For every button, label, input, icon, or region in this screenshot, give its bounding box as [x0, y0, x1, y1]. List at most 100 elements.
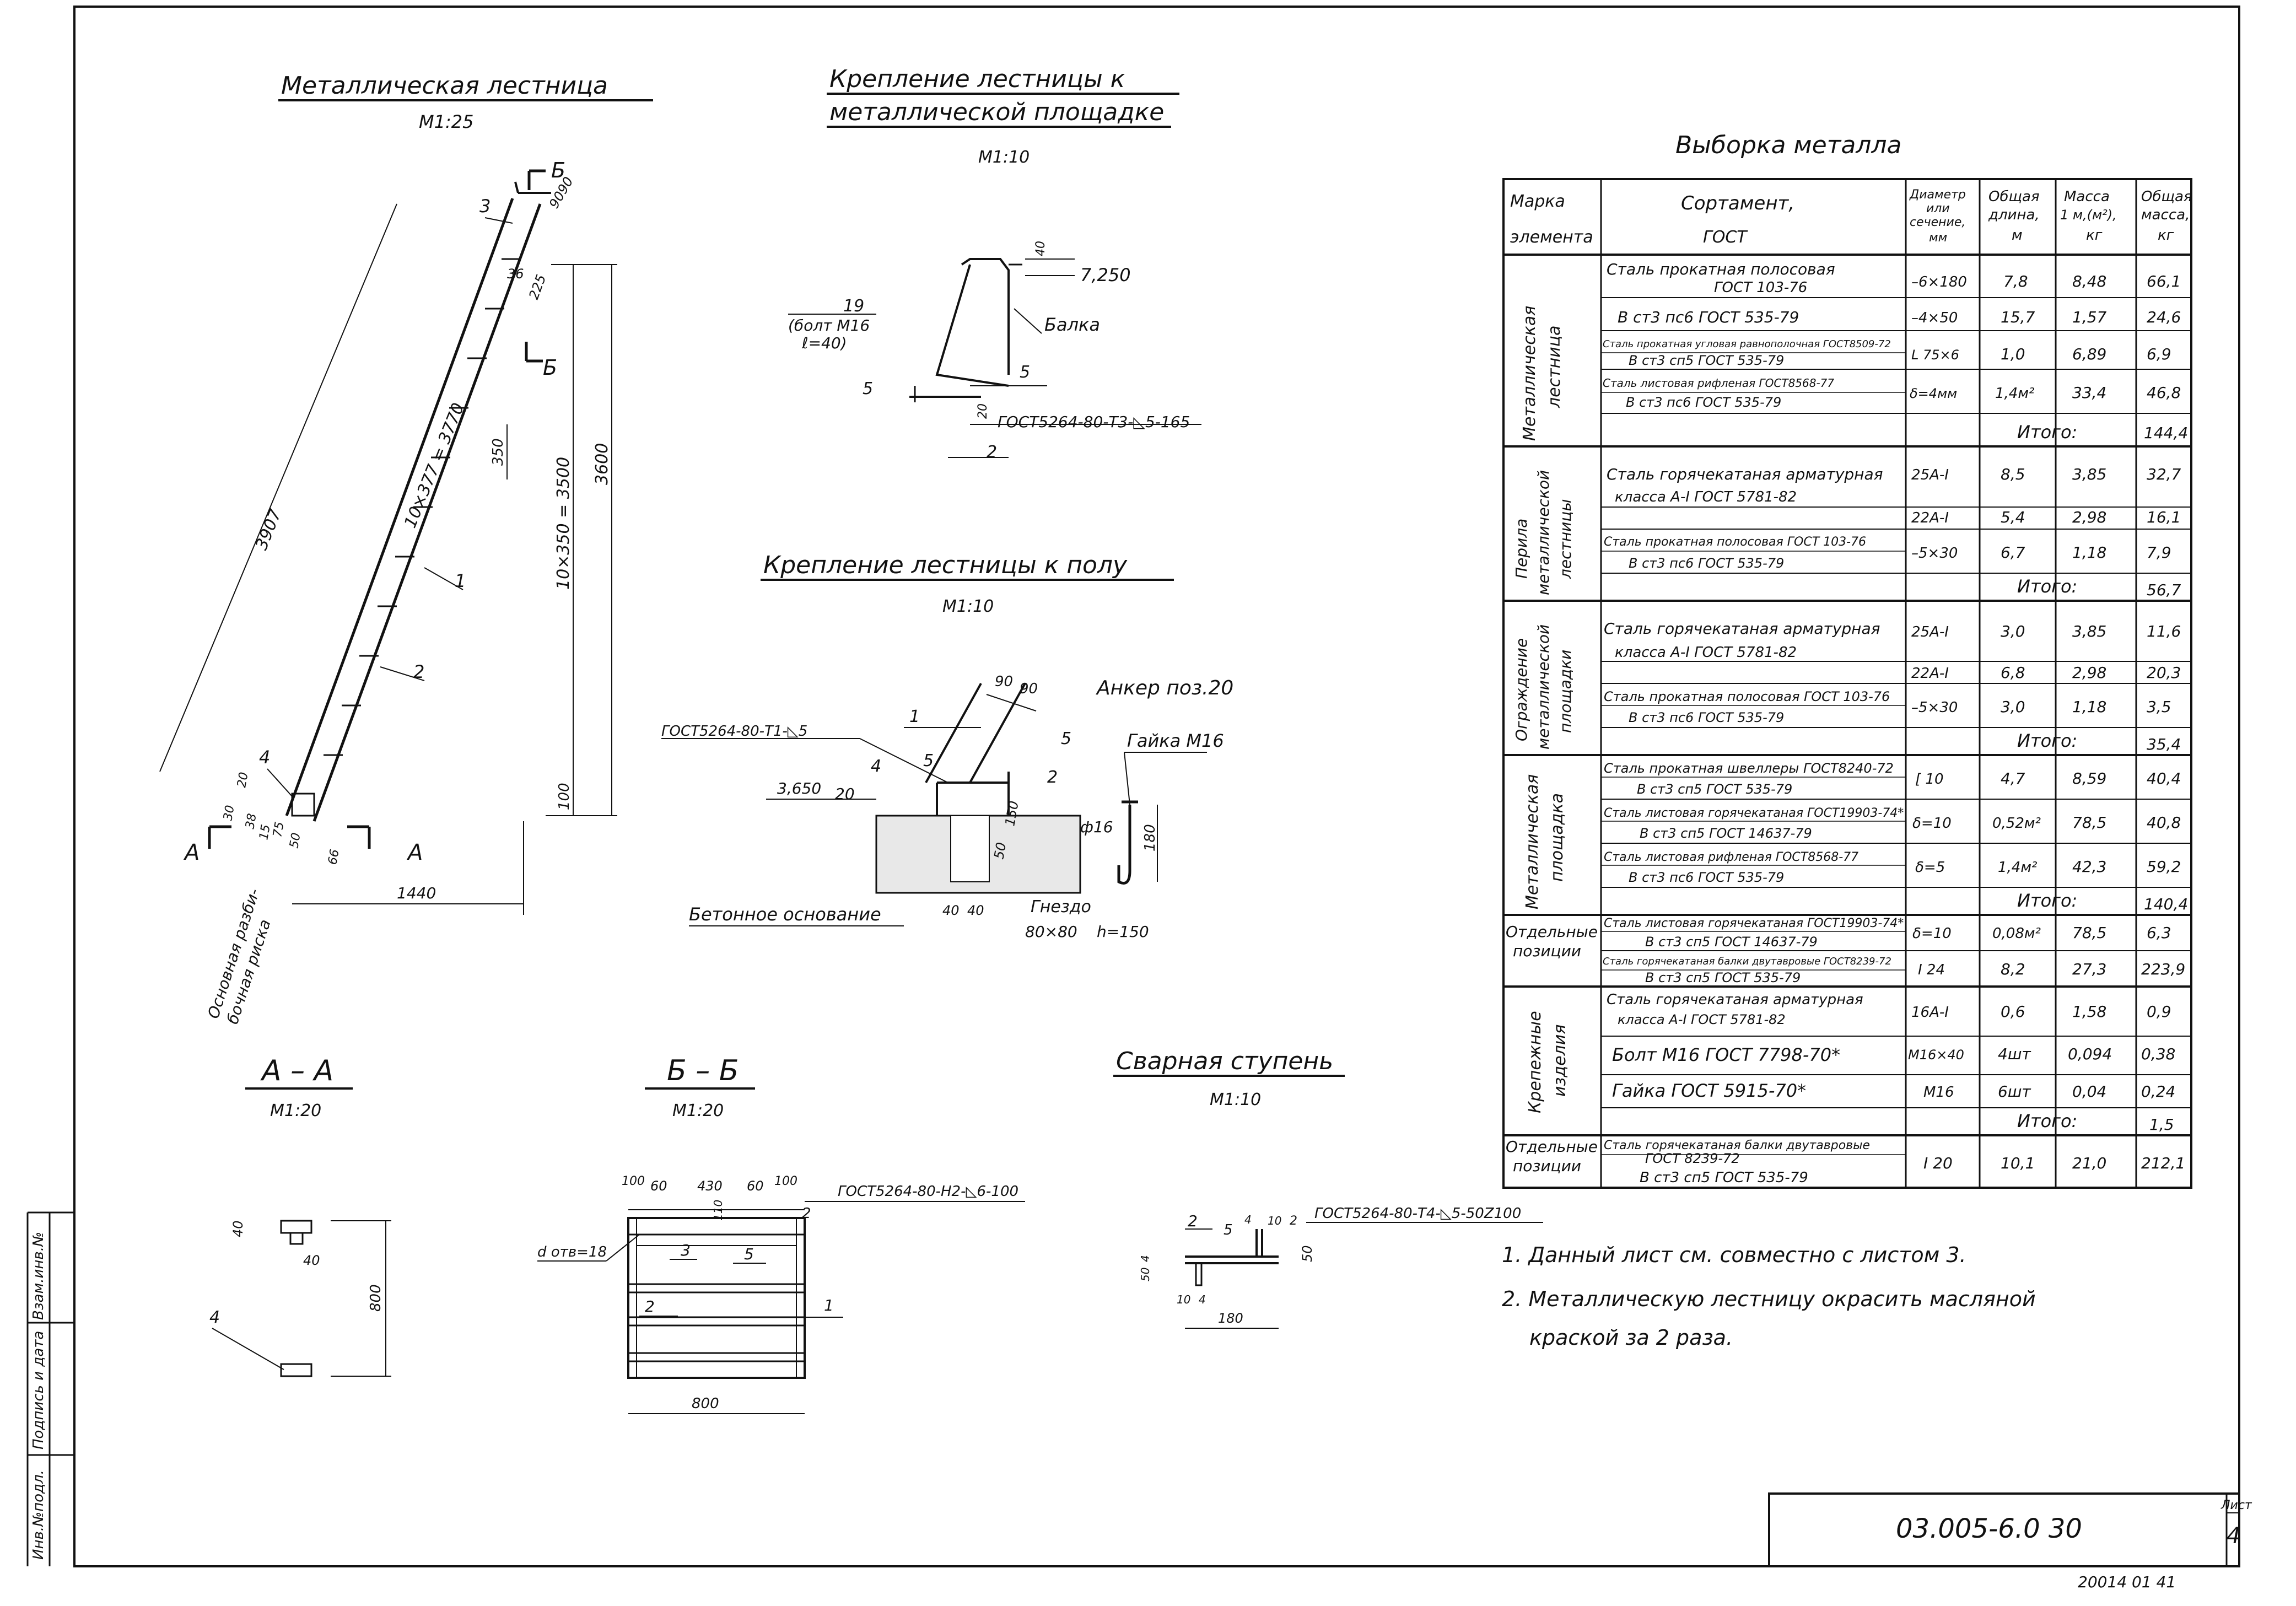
total-label: Итого: [2017, 890, 2077, 911]
hdr-m1-1: Масса [2064, 188, 2110, 205]
table-cell: 6,9 [2147, 345, 2171, 363]
table-cell: –4×50 [1911, 310, 1958, 326]
pf-pos5b: 5 [1020, 363, 1030, 382]
table-cell: 3,0 [2001, 698, 2025, 716]
hdr-tot-2: масса, [2141, 207, 2190, 223]
dim-100: 100 [556, 783, 573, 810]
table-cell: Сталь прокатная полосовая ГОСТ 103-76 [1604, 535, 1866, 549]
ladder-pos3: 3 [479, 196, 491, 217]
sec-a-mark-left: А [183, 840, 200, 865]
sec-b-mark-top: Б [551, 158, 565, 182]
bb-dim-100a: 100 [622, 1174, 645, 1188]
table-cell: Сталь горячекатаная арматурная [1607, 465, 1883, 483]
stamp-replace: Взам.инв.№ [30, 1232, 47, 1320]
table-cell: 59,2 [2147, 858, 2181, 876]
table-cell: В ст3 пс6 ГОСТ 535-79 [1626, 395, 1781, 410]
grp-6-l1: Крепежные [1526, 1011, 1545, 1113]
table-cell: 1,18 [2072, 543, 2106, 562]
ff-nest: Гнездо [1031, 897, 1091, 917]
table-cell: –5×30 [1911, 545, 1958, 562]
sec-aa-title: А – А [260, 1054, 333, 1087]
table-cell: 16,1 [2147, 508, 2181, 526]
bb-dim-60b: 60 [747, 1178, 764, 1194]
table-cell: 0,08м² [1992, 925, 2041, 942]
table-cell: 140,4 [2144, 895, 2188, 913]
step-weld: ГОСТ5264-80-Т4-◺5-50Z100 [1314, 1205, 1521, 1222]
table-cell: 2,98 [2072, 508, 2106, 526]
dim-3907: 3907 [252, 506, 285, 553]
table-cell: 212,1 [2141, 1154, 2185, 1172]
sec-aa-40a: 40 [230, 1220, 246, 1237]
grp-7-l2: позиции [1513, 1157, 1581, 1175]
note-2: 2. Металлическую лестницу окрасить масля… [1502, 1287, 2036, 1311]
section-bb-drawing: Б – Б М1:20 100 60 430 60 100 110 ГОСТ52… [537, 1054, 1025, 1414]
ff-dim-90b: 90 [1020, 681, 1038, 697]
table-cell: 0,52м² [1992, 815, 2041, 832]
grp-5-l2: позиции [1513, 942, 1581, 960]
step-4b: 4 [1139, 1255, 1152, 1262]
table-cell: 8,48 [2072, 272, 2106, 290]
table-cell: I 20 [1923, 1154, 1953, 1172]
table-cell: 40,8 [2147, 813, 2181, 832]
table-cell: 1,57 [2072, 308, 2107, 326]
table-cell: Сталь прокатная швеллеры ГОСТ8240-72 [1604, 761, 1894, 776]
sec-bb-frame [627, 1217, 806, 1379]
anchor-drawing: Анкер поз.20 Гайка М16 180 ф16 [1080, 677, 1233, 885]
ff-dim-90a: 90 [995, 673, 1013, 690]
floor-fix-drawing: Крепление лестницы к полу М1:10 90 90 ГО… [661, 551, 1174, 941]
hdr-m1-3: кг [2086, 227, 2103, 244]
dim-1440: 1440 [397, 884, 436, 902]
bb-pos1: 1 [824, 1296, 834, 1314]
table-cell: 27,3 [2072, 960, 2106, 978]
ladder-rungs [324, 258, 521, 756]
table-cell: В ст3 сп5 ГОСТ 14637-79 [1640, 826, 1812, 841]
dim-10x350: 10×350 = 3500 [554, 457, 573, 590]
table-cell: 1,0 [2001, 345, 2025, 363]
table-cell: Сталь горячекатаная балки двутавровые [1604, 1139, 1870, 1152]
archive-number: 20014 01 41 [2078, 1573, 2176, 1591]
table-title: Выборка металла [1675, 131, 1902, 159]
ff-weld: ГОСТ5264-80-Т1-◺5 [661, 723, 807, 740]
total-label: Итого: [2017, 730, 2077, 751]
hdr-diam-3: сечение, [1910, 215, 1965, 229]
bb-pos3: 3 [681, 1241, 691, 1259]
grp-4-l2: площадка [1548, 793, 1567, 882]
table-cell: 4шт [1998, 1045, 2031, 1063]
table-cell: 0,6 [2001, 1003, 2025, 1021]
pf-weld: ГОСТ5264-80-Т3-◺5-165 [998, 413, 1190, 431]
table-cell: 4,7 [2001, 769, 2025, 788]
pf-elev: 7,250 [1080, 265, 1131, 285]
hdr-len-3: м [2012, 227, 2023, 244]
hdr-m1-2: 1 м,(м²), [2060, 207, 2117, 223]
pf-bolt: (болт М16 [788, 316, 870, 335]
stamp-inv: Инв.№подл. [30, 1470, 47, 1560]
table-cell: 0,38 [2141, 1045, 2175, 1063]
note-1: 1. Данный лист см. совместно с листом 3. [1502, 1243, 1966, 1267]
table-cell: δ=10 [1912, 925, 1952, 942]
anchor-len: 180 [1142, 824, 1158, 851]
anchor-dia: ф16 [1080, 818, 1113, 836]
table-cell: 6шт [1998, 1082, 2031, 1101]
step-180: 180 [1218, 1311, 1243, 1326]
pf-pos5a: 5 [863, 379, 873, 398]
table-cell: В ст3 сп5 ГОСТ 535-79 [1629, 353, 1784, 368]
table-cell: 8,2 [2001, 960, 2025, 978]
ff-base: Бетонное основание [689, 904, 881, 925]
ff-dim-50: 50 [991, 841, 1009, 860]
table-cell: 5,4 [2001, 508, 2025, 526]
table-cell: 56,7 [2147, 581, 2181, 599]
ff-dim-40b: 40 [967, 903, 984, 918]
pf-balka: Балка [1044, 314, 1100, 335]
table-cell: 78,5 [2072, 813, 2106, 832]
ff-pos2: 2 [1047, 768, 1058, 787]
ff-pos20: 20 [835, 785, 855, 803]
step-pos5: 5 [1224, 1222, 1233, 1238]
table-cell: 1,18 [2072, 698, 2106, 716]
table-cell: 3,85 [2072, 622, 2106, 640]
table-cell: 33,4 [2072, 384, 2106, 402]
table-cell: 35,4 [2147, 735, 2181, 753]
step-pos2: 2 [1188, 1212, 1198, 1230]
table-rows: Сталь прокатная полосовая ГОСТ 103-76 –6… [1603, 260, 2188, 1186]
table-cell: 223,9 [2141, 960, 2185, 978]
